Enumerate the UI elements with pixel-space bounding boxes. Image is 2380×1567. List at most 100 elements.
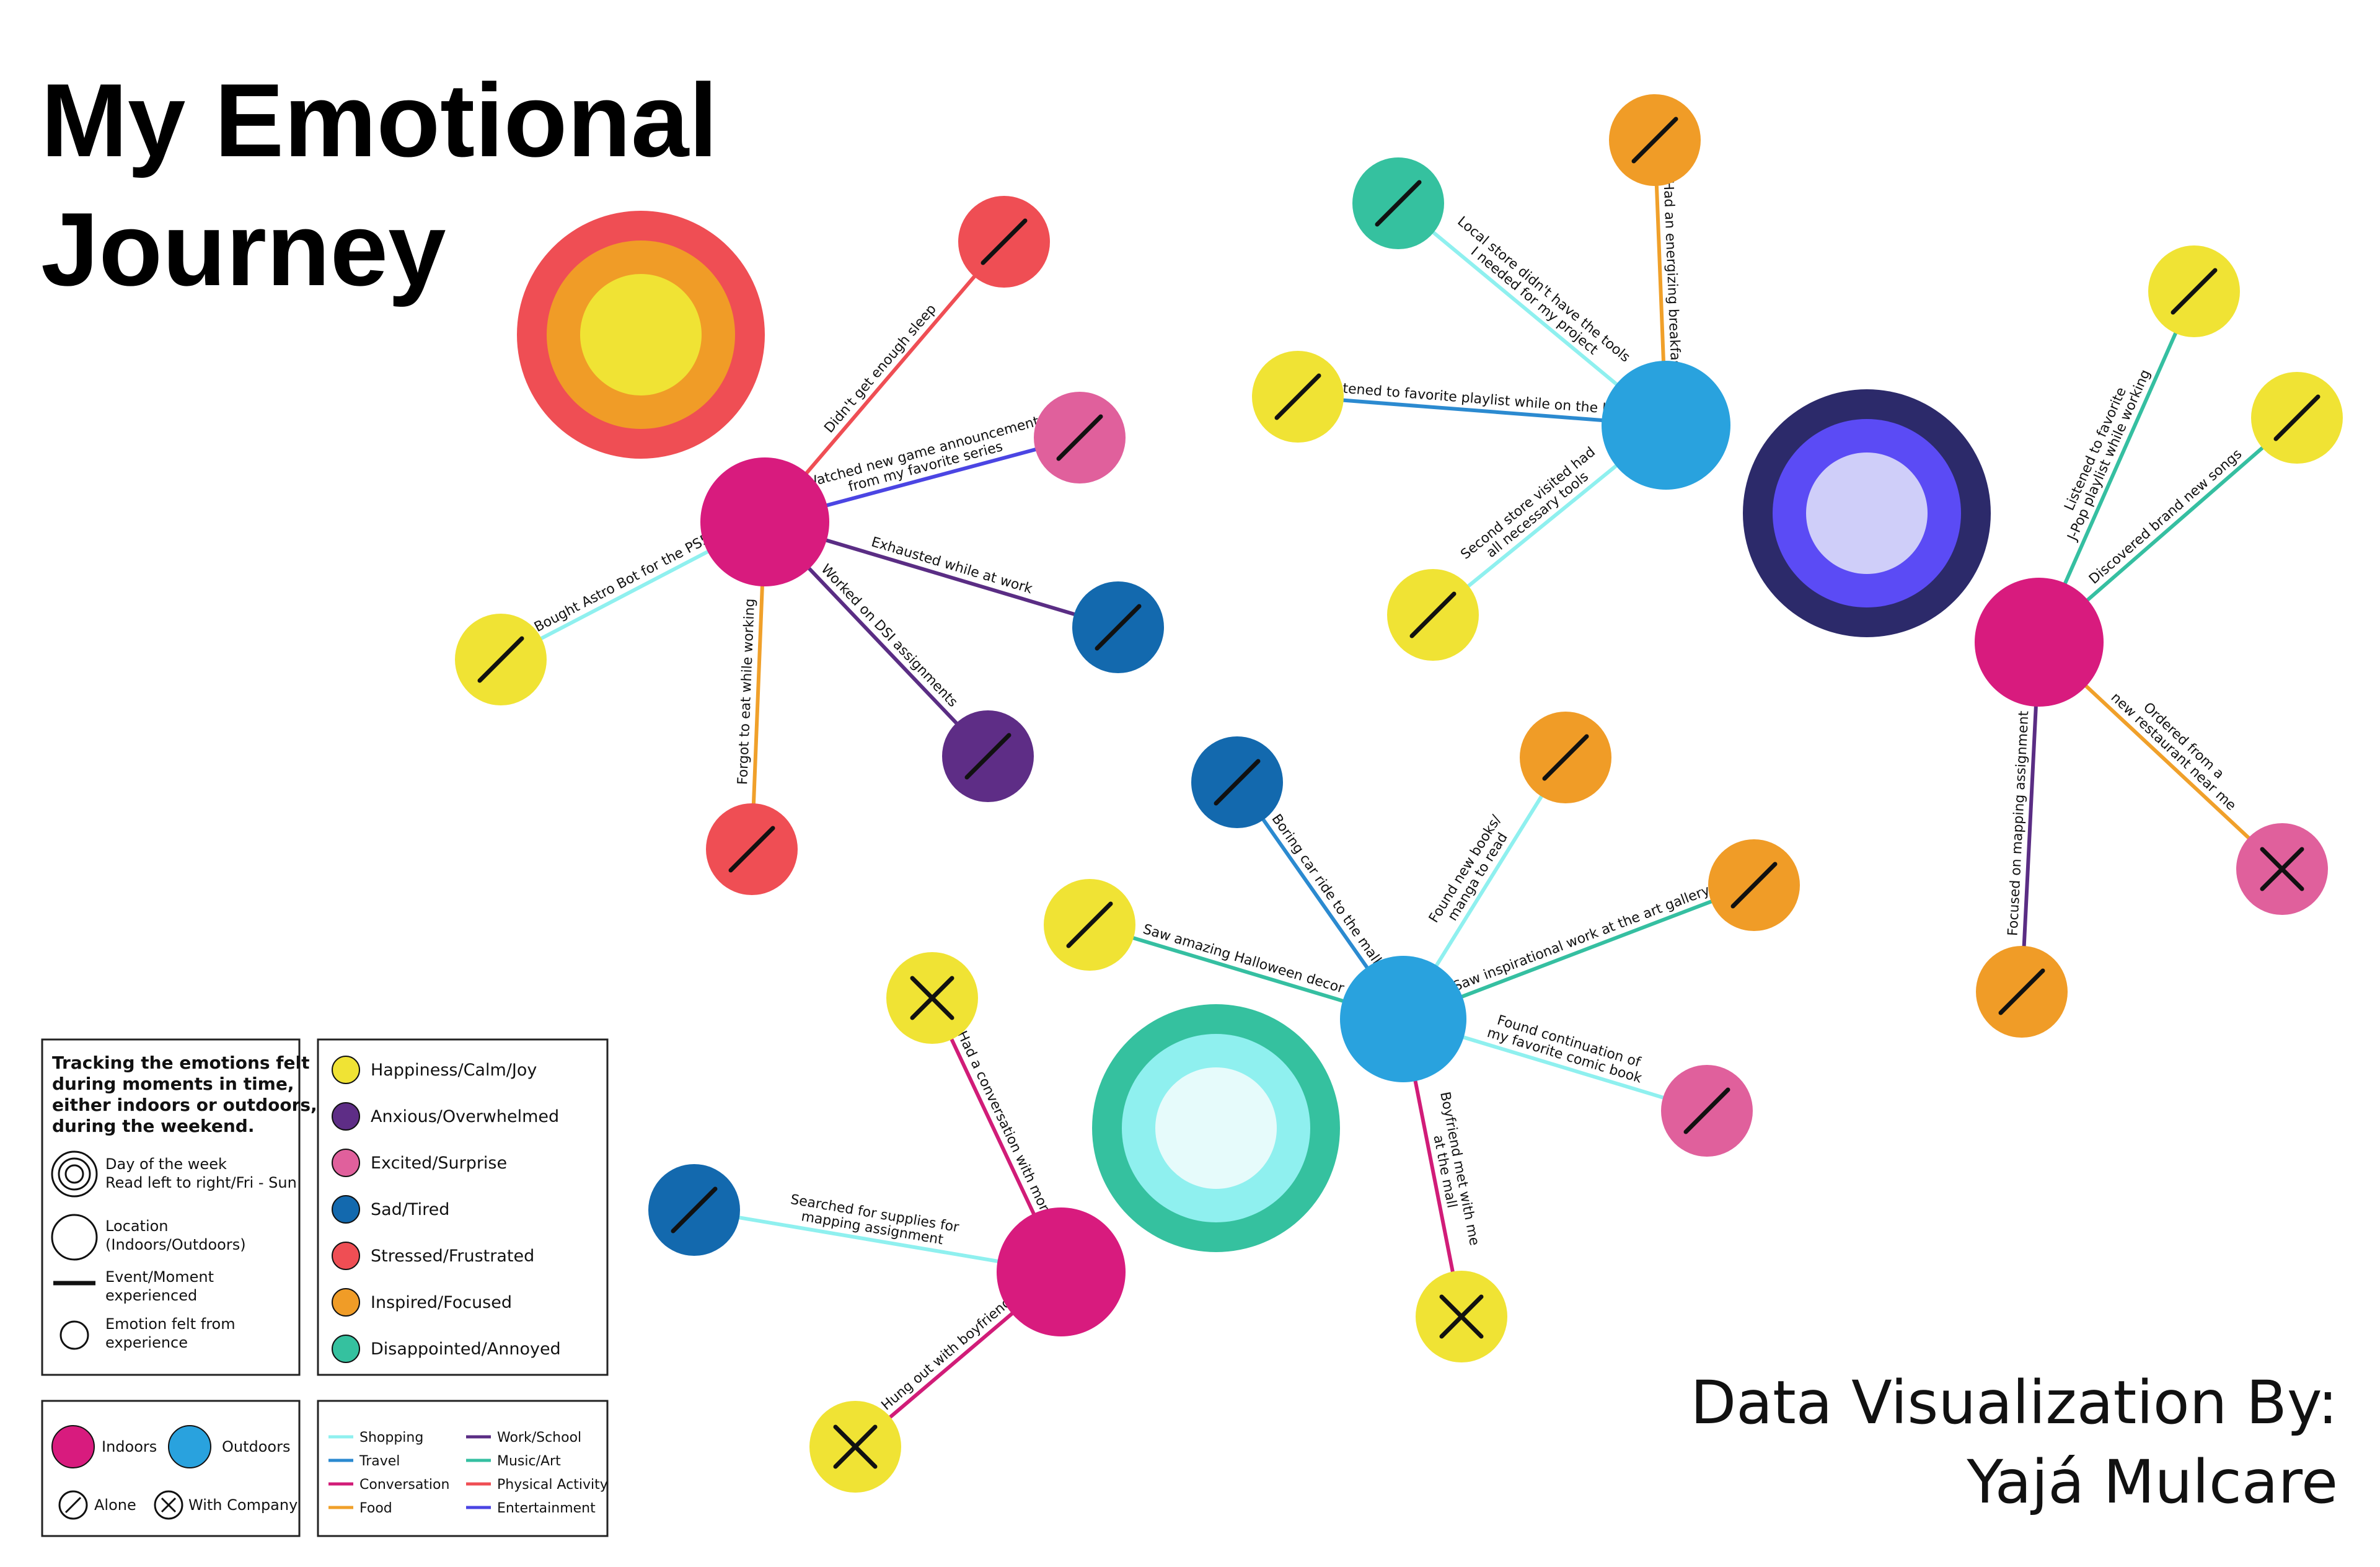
legend-event-label-2: experienced	[105, 1287, 197, 1304]
legend-alone-label: Alone	[94, 1496, 136, 1514]
legend-location-label-2: (Indoors/Outdoors)	[105, 1236, 246, 1253]
legend-emotion-swatch-sad	[332, 1195, 360, 1224]
legend-emotion-swatch-joy	[332, 1056, 360, 1084]
location-hub-indoors	[997, 1207, 1126, 1336]
alone-marker	[1274, 373, 1321, 420]
day-friday-rings	[517, 211, 765, 459]
alone-marker	[981, 218, 1028, 265]
legend-outdoors-label: Outdoors	[222, 1438, 290, 1455]
legend-emotion-swatch-disappointed	[332, 1335, 360, 1363]
legend-location-frame	[41, 1400, 301, 1537]
emotion-node-joy	[455, 614, 547, 705]
legend-intro-line-4: during the weekend.	[52, 1116, 254, 1136]
legend-category-label-conversation: Conversation	[359, 1477, 449, 1493]
day-saturday-inner-ring	[1806, 452, 1928, 574]
location-hub-indoors	[1975, 578, 2104, 707]
day-friday-inner-ring	[580, 274, 702, 395]
legend-emotions: Happiness/Calm/JoyAnxious/OverwhelmedExc…	[317, 1038, 609, 1376]
legend-how-to-read: Tracking the emotions felt during moment…	[41, 1038, 317, 1376]
company-marker	[1439, 1294, 1484, 1339]
emotion-node-joy	[1044, 879, 1135, 971]
emotion-node-sad	[1191, 736, 1283, 828]
legend-emotion-label-inspired: Inspired/Focused	[371, 1293, 512, 1312]
legend-category-label-travel: Travel	[359, 1454, 400, 1469]
legend-intro-line-1: Tracking the emotions felt	[52, 1053, 309, 1073]
alone-marker	[1095, 604, 1142, 651]
emotion-node-excited	[1661, 1065, 1753, 1157]
emotion-node-stressed	[706, 803, 798, 895]
legend-emotion-swatch-inspired	[332, 1288, 360, 1317]
legend-category-label-food: Food	[359, 1501, 392, 1516]
legend-intro-line-2: during moments in time,	[52, 1074, 294, 1094]
location-hub-outdoors	[1340, 956, 1466, 1082]
legend-emotion-label-2: experience	[105, 1334, 188, 1351]
title-line-2: Journey	[41, 191, 446, 307]
legend-category-label-shopping: Shopping	[359, 1430, 423, 1446]
credit-line-1: Data Visualization By:	[1690, 1368, 2338, 1437]
emotion-node-disappointed	[1352, 157, 1444, 249]
emotion-node-joy	[1387, 569, 1479, 661]
legend-indoors-swatch	[51, 1425, 95, 1468]
emotion-node-inspired	[1520, 712, 1611, 803]
legend-outdoors-swatch	[168, 1425, 211, 1468]
alone-marker	[1998, 968, 2045, 1015]
alone-marker	[671, 1186, 718, 1234]
location-hub-indoors	[700, 457, 829, 586]
legend-emotion-swatch-excited	[332, 1149, 360, 1177]
emotion-node-excited	[2236, 823, 2328, 915]
company-marker	[833, 1424, 878, 1469]
legend-emotion-icon	[60, 1320, 89, 1350]
legend-company-icon	[154, 1490, 183, 1520]
title-line-1: My Emotional	[41, 62, 718, 179]
legend-emotions-frame	[317, 1038, 609, 1376]
alone-marker	[1214, 759, 1261, 806]
emotion-node-sad	[1072, 581, 1164, 673]
legend-category-label-physical: Physical Activity	[497, 1477, 608, 1493]
emotion-node-anxious	[942, 710, 1034, 802]
legend-location-company: Indoors Outdoors Alone With Company	[41, 1400, 301, 1537]
company-marker	[2260, 847, 2304, 891]
emotion-node-stressed	[958, 196, 1050, 288]
legend-category-label-music: Music/Art	[497, 1454, 561, 1469]
alone-marker	[1631, 117, 1678, 164]
company-marker	[910, 976, 954, 1020]
legend-intro-line-3: either indoors or outdoors,	[52, 1095, 317, 1115]
alone-marker	[1375, 180, 1422, 227]
legend-indoors-label: Indoors	[102, 1438, 157, 1455]
legend-emotion-label-joy: Happiness/Calm/Joy	[371, 1061, 537, 1080]
emotion-node-joy	[2148, 245, 2240, 337]
emotion-node-joy	[1252, 351, 1344, 443]
alone-marker	[2171, 268, 2218, 315]
location-hub-outdoors	[1602, 361, 1730, 490]
legend-emotion-label-disappointed: Disappointed/Annoyed	[371, 1340, 561, 1359]
legend-emotion-label-excited: Excited/Surprise	[371, 1154, 507, 1173]
legend-emotion-swatch-anxious	[332, 1102, 360, 1131]
legend-emotion-label-sad: Sad/Tired	[371, 1200, 449, 1219]
alone-marker	[477, 636, 524, 683]
emotion-node-inspired	[1976, 946, 2068, 1038]
legend-day-icon	[51, 1150, 98, 1198]
legend-day-label-2: Read left to right/Fri - Sun	[105, 1174, 297, 1191]
emotion-node-joy	[2251, 372, 2343, 464]
legend-emotion-swatch-stressed	[332, 1242, 360, 1270]
emotion-node-inspired	[1609, 94, 1701, 186]
alone-marker	[1066, 901, 1113, 948]
alone-marker	[1683, 1087, 1730, 1134]
alone-marker	[2273, 394, 2320, 441]
legend-categories-frame	[317, 1400, 609, 1537]
legend-location-icon	[51, 1214, 98, 1261]
legend-location-label-1: Location	[105, 1217, 169, 1235]
legend-event-label-1: Event/Moment	[105, 1268, 214, 1286]
legend-day-label-1: Day of the week	[105, 1155, 227, 1173]
alone-marker	[1056, 414, 1103, 461]
legend-category-label-entertainment: Entertainment	[497, 1501, 596, 1516]
legend-category-label-work: Work/School	[497, 1430, 581, 1446]
emotion-node-sad	[648, 1164, 740, 1256]
emotion-node-excited	[1034, 392, 1126, 483]
legend-emotion-label-stressed: Stressed/Frustrated	[371, 1247, 534, 1266]
emotion-node-inspired	[1708, 839, 1800, 931]
legend-emotion-label-1: Emotion felt from	[105, 1315, 236, 1333]
legend-emotion-label-anxious: Anxious/Overwhelmed	[371, 1107, 559, 1126]
